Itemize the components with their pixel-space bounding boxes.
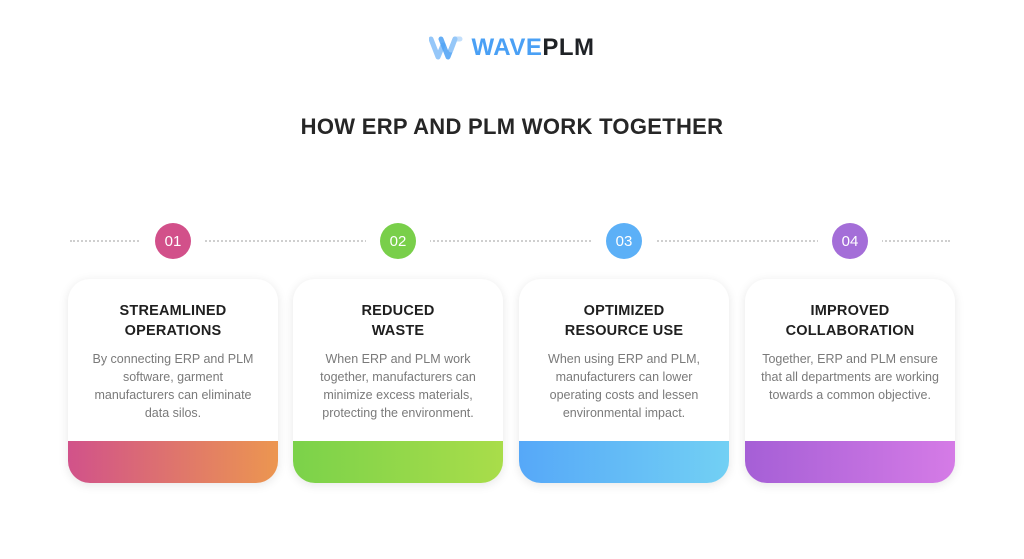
card-description: By connecting ERP and PLM software, garm… <box>92 352 254 420</box>
card-gradient-bar <box>519 441 729 483</box>
card-gradient-bar <box>293 441 503 483</box>
card-description: When using ERP and PLM, manufacturers ca… <box>548 352 700 420</box>
step-badge-02: 02 <box>380 223 416 259</box>
step-badge-01: 01 <box>155 223 191 259</box>
card-gradient-bar <box>68 441 278 483</box>
brand-name: WAVEPLM <box>471 34 595 61</box>
card-description: When ERP and PLM work together, manufact… <box>320 352 476 420</box>
card-description: Together, ERP and PLM ensure that all de… <box>761 352 939 402</box>
step-badge-04: 04 <box>832 223 868 259</box>
step-badge-03: 03 <box>606 223 642 259</box>
timeline-dotted-line <box>70 240 950 242</box>
brand-logo: WAVEPLM <box>0 34 1024 62</box>
page-title: HOW ERP AND PLM WORK TOGETHER <box>300 114 724 139</box>
card-gradient-bar <box>745 441 955 483</box>
wave-logo-icon <box>429 36 463 60</box>
